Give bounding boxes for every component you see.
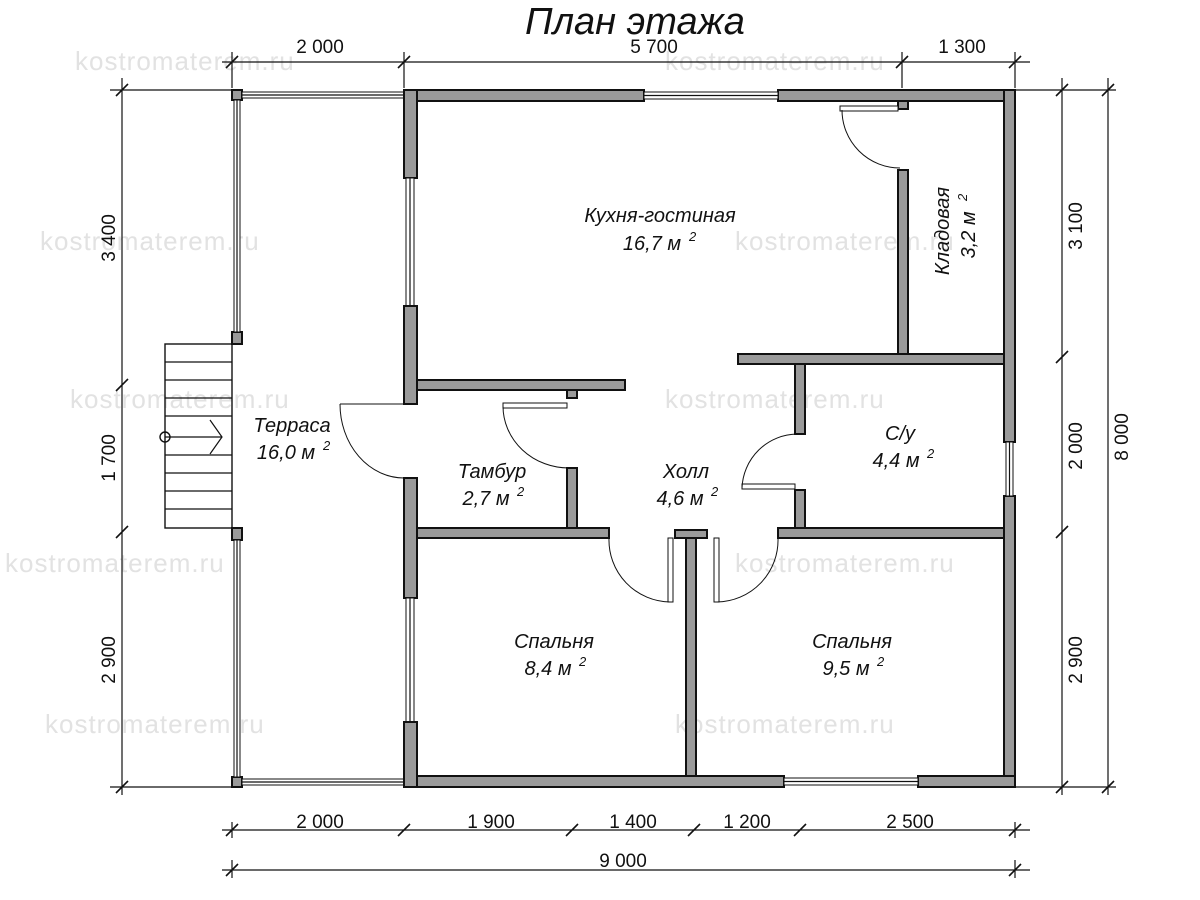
watermark: kostromaterem.ru bbox=[70, 384, 290, 414]
dimension-bottom: 2 000 1 900 1 400 1 200 2 500 9 000 bbox=[222, 812, 1030, 878]
room-area-exponent: 2 bbox=[322, 438, 331, 453]
room-area-exponent: 2 bbox=[688, 229, 697, 244]
dimension-right: 3 100 2 000 2 900 8 000 bbox=[1015, 78, 1133, 795]
dimension-label: 5 700 bbox=[630, 37, 678, 58]
dimension-total: 9 000 bbox=[599, 851, 647, 872]
watermark: kostromaterem.ru bbox=[40, 226, 260, 256]
room-name: Спальня bbox=[514, 631, 594, 653]
room-area-exponent: 2 bbox=[955, 193, 970, 202]
watermark: kostromaterem.ru bbox=[735, 548, 955, 578]
dimension-label: 2 500 bbox=[886, 812, 934, 833]
dimension-left: 3 400 1 700 2 900 bbox=[99, 78, 232, 795]
plan-title: План этажа bbox=[525, 1, 745, 43]
terrace bbox=[159, 89, 405, 788]
room-area: 16,0 м bbox=[257, 442, 315, 464]
room-name: Кухня-гостиная bbox=[584, 205, 736, 227]
room-name: Спальня bbox=[812, 631, 892, 653]
door-leaf bbox=[502, 402, 568, 409]
room-area-exponent: 2 bbox=[578, 654, 587, 669]
watermark: kostromaterem.ru bbox=[5, 548, 225, 578]
room-area: 3,2 м bbox=[958, 211, 980, 258]
door-leaf bbox=[741, 483, 796, 490]
watermark: kostromaterem.ru bbox=[665, 384, 885, 414]
doors bbox=[339, 105, 901, 603]
door-leaf bbox=[839, 105, 899, 112]
room-area: 4,4 м bbox=[872, 450, 919, 472]
dimension-label: 2 000 bbox=[1066, 422, 1087, 470]
room-area-exponent: 2 bbox=[876, 654, 885, 669]
door-leaf bbox=[667, 537, 674, 603]
watermark: kostromaterem.ru bbox=[665, 46, 885, 76]
room-area: 4,6 м bbox=[656, 488, 703, 510]
room-area: 16,7 м bbox=[623, 233, 681, 255]
dimension-label: 2 000 bbox=[296, 812, 344, 833]
watermark: kostromaterem.ru bbox=[675, 709, 895, 739]
dimension-label: 2 900 bbox=[1066, 636, 1087, 684]
watermark: kostromaterem.ru bbox=[75, 46, 295, 76]
dimension-top: 2 000 5 700 1 300 bbox=[222, 37, 1030, 88]
room-area: 2,7 м bbox=[461, 488, 509, 510]
watermark: kostromaterem.ru bbox=[735, 226, 955, 256]
door-leaf bbox=[713, 537, 720, 603]
dimension-label: 1 400 bbox=[609, 812, 657, 833]
dimension-label: 3 100 bbox=[1066, 202, 1087, 250]
room-name: Терраса bbox=[253, 415, 330, 437]
room-area-exponent: 2 bbox=[926, 446, 935, 461]
room-area: 9,5 м bbox=[822, 658, 869, 680]
dimension-label: 2 000 bbox=[296, 37, 344, 58]
room-name: Холл bbox=[662, 461, 709, 483]
dimension-label: 1 900 bbox=[467, 812, 515, 833]
room-labels: Кухня-гостиная 16,7 м 2 Кладовая 3,2 м 2… bbox=[253, 187, 980, 680]
dimension-label: 1 200 bbox=[723, 812, 771, 833]
dimension-label: 1 300 bbox=[938, 37, 986, 58]
dimension-label: 2 900 bbox=[99, 636, 120, 684]
dimension-total: 8 000 bbox=[1112, 413, 1133, 461]
room-area-exponent: 2 bbox=[710, 484, 719, 499]
dimension-label: 3 400 bbox=[99, 214, 120, 262]
pantry-label: Кладовая 3,2 м 2 bbox=[932, 187, 980, 275]
dimension-label: 1 700 bbox=[99, 434, 120, 482]
walls bbox=[403, 89, 1016, 788]
room-name: Кладовая bbox=[932, 187, 954, 275]
room-area-exponent: 2 bbox=[516, 484, 525, 499]
room-name: Тамбур bbox=[458, 461, 527, 483]
watermark: kostromaterem.ru bbox=[45, 709, 265, 739]
room-name: С/у bbox=[885, 423, 916, 445]
room-area: 8,4 м bbox=[524, 658, 571, 680]
watermarks: kostromaterem.ru kostromaterem.ru kostro… bbox=[5, 46, 955, 739]
